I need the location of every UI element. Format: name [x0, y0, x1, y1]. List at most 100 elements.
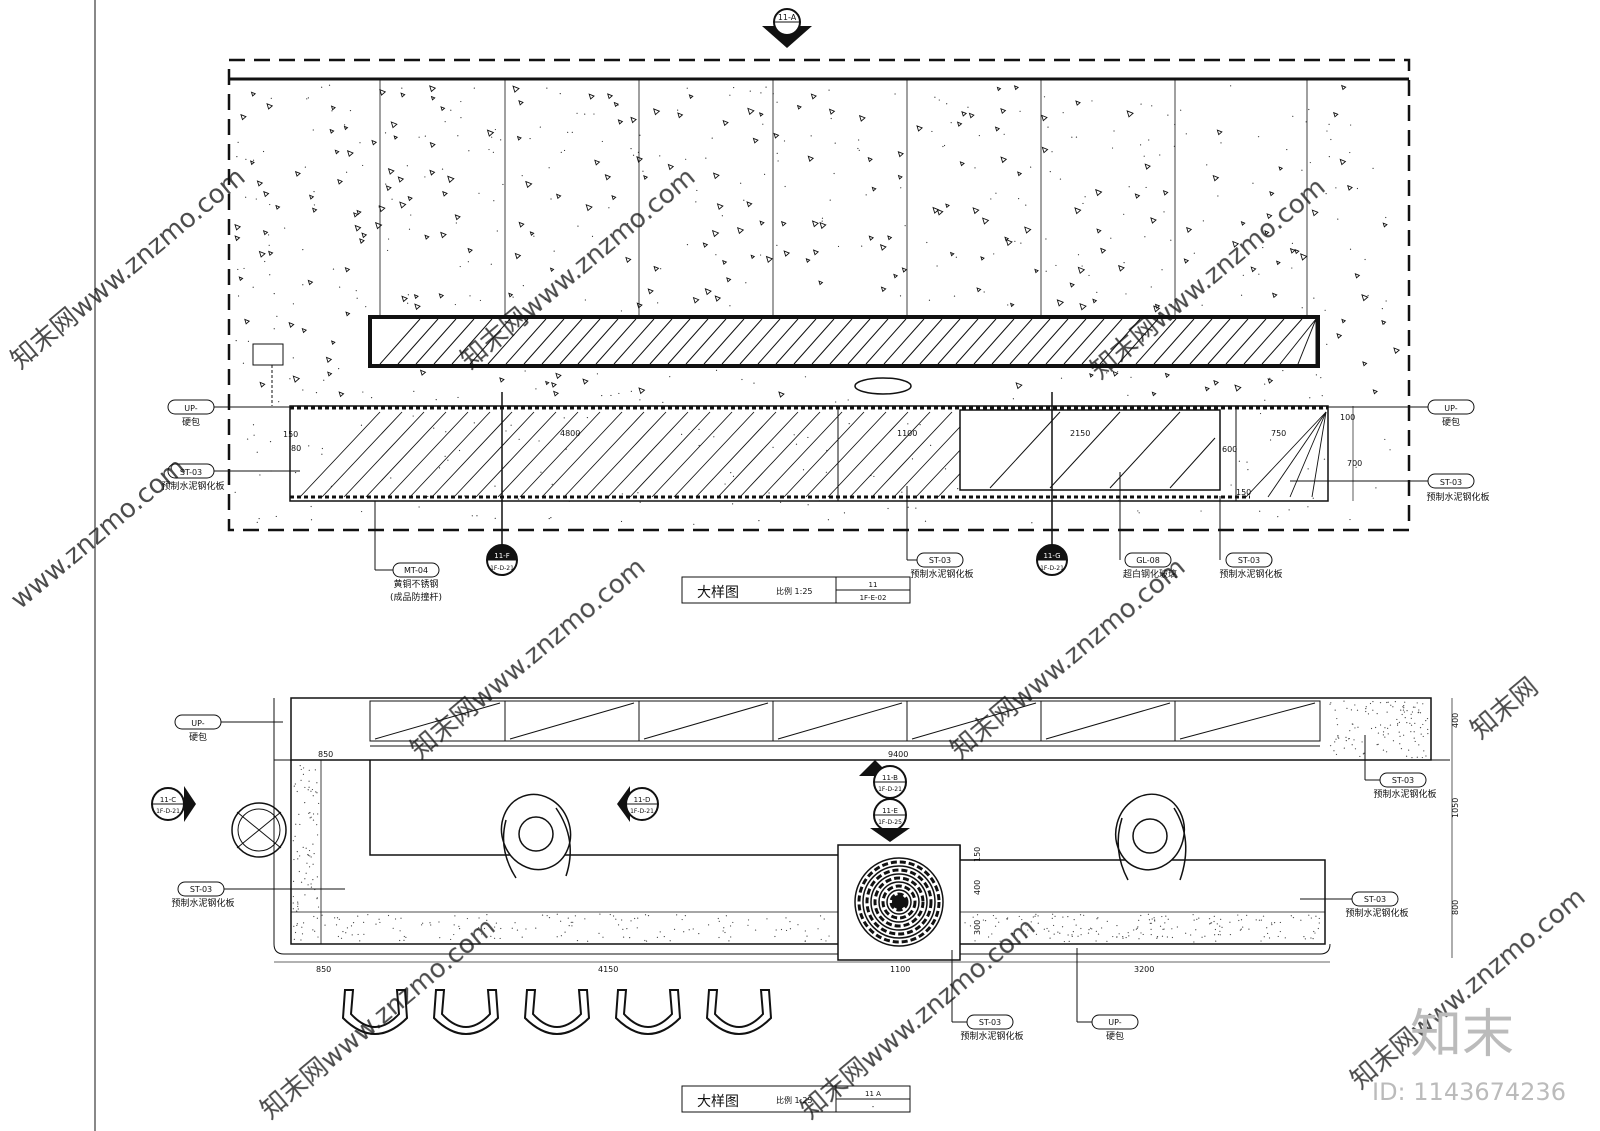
feature-vortex-element [837, 844, 961, 961]
counter-edge [273, 760, 1331, 955]
svg-text:1F-D-21: 1F-D-21 [878, 786, 902, 793]
svg-text:700: 700 [1347, 459, 1362, 468]
elevation-dimensions: 150 80 4800 1100 2150 750 600 100 700 15… [283, 406, 1362, 501]
svg-text:150: 150 [283, 430, 298, 439]
watermark-layer: 知末网www.znzmo.com www.znzmo.com 知末网www.zn… [5, 162, 1591, 1125]
svg-text:超白钢化玻璃: 超白钢化玻璃 [1123, 568, 1177, 580]
glass-display-panel [959, 409, 1221, 491]
svg-text:ST-03: ST-03 [1392, 776, 1414, 785]
elevation-view: 11-A [161, 8, 1490, 604]
svg-text:100: 100 [1340, 413, 1355, 422]
callout-plan-st03-right: ST-03 预制水泥钢化板 [1300, 891, 1409, 919]
callout-plan-up-bottom: UP- 硬包 [1076, 948, 1139, 1042]
pendant-light [854, 377, 912, 395]
back-shelf-glass [369, 700, 1321, 747]
svg-text:1100: 1100 [897, 429, 917, 438]
svg-text:ST-03: ST-03 [180, 468, 202, 477]
person-figure-right [1114, 793, 1187, 881]
svg-text:UP-: UP- [191, 719, 205, 728]
svg-text:800: 800 [1451, 900, 1460, 915]
svg-text:UP-: UP- [184, 404, 198, 413]
callout-st03-mid2: ST-03 预制水泥钢化板 [1219, 496, 1283, 580]
elevation-ref-label: 11-A [778, 13, 797, 22]
callout-mt04: MT-04 黄铜不锈钢 (成品防撞杆) [374, 501, 442, 603]
svg-text:2150: 2150 [1070, 429, 1090, 438]
svg-text:-: - [872, 1103, 875, 1111]
section-marker-11-b: 11-B 1F-D-21 [859, 760, 907, 799]
svg-text:比例 1:25: 比例 1:25 [776, 586, 813, 596]
svg-text:知末网www.znzmo.com: 知末网www.znzmo.com [945, 552, 1191, 765]
watermark-id: ID: 1143674236 [1372, 1078, 1566, 1106]
hanging-glass-shelf [368, 315, 1320, 368]
svg-text:400: 400 [973, 880, 982, 895]
section-marker-11-a: 11-A [762, 8, 812, 48]
svg-text:UP-: UP- [1444, 404, 1458, 413]
section-marker-11-c: 11-C 1F-D-21 [151, 786, 196, 822]
round-stool [231, 802, 287, 858]
svg-text:4800: 4800 [560, 429, 580, 438]
svg-text:11 A: 11 A [865, 1090, 881, 1098]
svg-text:硬包: 硬包 [1442, 416, 1460, 428]
svg-text:UP-: UP- [1108, 1018, 1122, 1027]
svg-text:大样图: 大样图 [697, 585, 739, 601]
callout-st03-right: ST-03 预制水泥钢化板 [1290, 473, 1490, 503]
svg-text:11-E: 11-E [882, 807, 898, 815]
svg-text:预制水泥钢化板: 预制水泥钢化板 [910, 568, 973, 580]
section-bubble-11-f: 11-F 1F-D-21 [486, 392, 518, 576]
svg-text:1F-D-21: 1F-D-21 [490, 565, 514, 572]
svg-text:(成品防撞杆): (成品防撞杆) [390, 591, 442, 603]
svg-text:知末网www.znzmo.com: 知末网www.znzmo.com [5, 162, 251, 375]
svg-text:比例 1:25: 比例 1:25 [776, 1095, 813, 1105]
watermark-logo: 知末 [1410, 1005, 1514, 1065]
callout-st03-mid: ST-03 预制水泥钢化板 [906, 486, 974, 580]
svg-text:850: 850 [316, 965, 331, 974]
svg-text:硬包: 硬包 [1106, 1030, 1124, 1042]
svg-text:www.znzmo.com: www.znzmo.com [5, 452, 191, 615]
svg-text:11-D: 11-D [634, 796, 651, 804]
plan-concrete-stipple [292, 700, 1429, 943]
svg-text:850: 850 [318, 750, 333, 759]
svg-text:预制水泥钢化板: 预制水泥钢化板 [161, 480, 224, 492]
title-block-plan: 大样图 比例 1:25 11 A - [681, 1085, 911, 1113]
svg-text:9400: 9400 [888, 750, 908, 759]
svg-text:知末网: 知末网 [1465, 672, 1544, 745]
plan-dimensions: 850 9400 850 4150 1100 3200 400 1050 800… [274, 698, 1460, 974]
svg-text:硬包: 硬包 [182, 416, 200, 428]
svg-text:300: 300 [973, 920, 982, 935]
callout-plan-st03-left: ST-03 预制水泥钢化板 [171, 881, 345, 909]
plan-view: 11-B 1F-D-21 11-E 1F-D-25 11-C 1F-D-21 1… [151, 697, 1460, 1113]
svg-text:150: 150 [973, 847, 982, 862]
callout-plan-st03-tr: ST-03 预制水泥钢化板 [1364, 735, 1437, 800]
svg-text:11-F: 11-F [494, 552, 509, 560]
svg-text:ST-03: ST-03 [979, 1018, 1001, 1027]
counter-elevation [289, 405, 1329, 502]
callout-st03-left: ST-03 预制水泥钢化板 [161, 463, 300, 492]
svg-text:ST-03: ST-03 [1238, 556, 1260, 565]
callout-plan-st03-bottom: ST-03 预制水泥钢化板 [951, 950, 1024, 1042]
svg-text:1F-D-25: 1F-D-25 [878, 819, 902, 826]
svg-text:1F-D-21: 1F-D-21 [1040, 565, 1064, 572]
svg-text:黄铜不锈钢: 黄铜不锈钢 [393, 578, 438, 590]
svg-text:11-B: 11-B [882, 774, 898, 782]
svg-text:1F-D-21: 1F-D-21 [156, 808, 180, 815]
callout-plan-up-top: UP- 硬包 [174, 714, 283, 743]
svg-text:预制水泥钢化板: 预制水泥钢化板 [1373, 788, 1436, 800]
title-block-elevation: 大样图 比例 1:25 11 1F-E-02 [681, 576, 911, 604]
junction-box [252, 343, 284, 366]
callout-up-left: UP- 硬包 [167, 399, 290, 428]
svg-text:4150: 4150 [598, 965, 618, 974]
l-shaped-counter-inner [369, 760, 838, 856]
wall-panel-seams [379, 79, 1308, 315]
callout-gl08: GL-08 超白钢化玻璃 [1119, 472, 1177, 580]
svg-text:11-G: 11-G [1043, 552, 1060, 560]
svg-text:150: 150 [1236, 488, 1251, 497]
svg-text:3200: 3200 [1134, 965, 1154, 974]
callout-up-right: UP- 硬包 [1328, 399, 1475, 428]
svg-text:1100: 1100 [890, 965, 910, 974]
svg-text:预制水泥钢化板: 预制水泥钢化板 [1345, 907, 1408, 919]
svg-text:预制水泥钢化板: 预制水泥钢化板 [1426, 491, 1489, 503]
svg-text:1050: 1050 [1451, 798, 1460, 818]
section-marker-11-d: 11-D 1F-D-21 [617, 786, 659, 822]
svg-text:预制水泥钢化板: 预制水泥钢化板 [171, 897, 234, 909]
svg-text:750: 750 [1271, 429, 1286, 438]
